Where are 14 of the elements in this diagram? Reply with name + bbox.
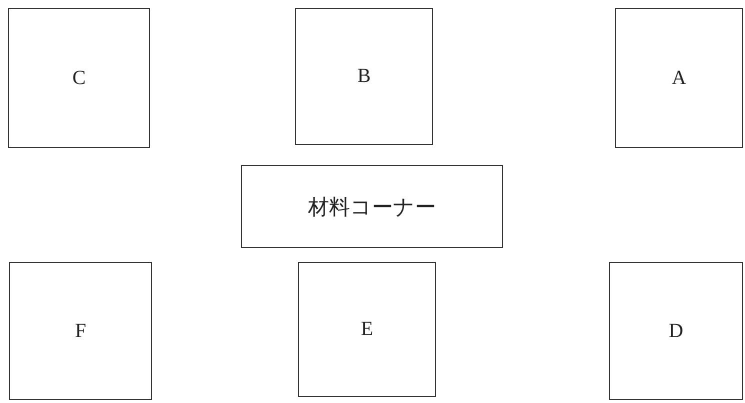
box-label: B xyxy=(357,65,371,88)
box-label: E xyxy=(360,318,374,341)
label-box xyxy=(9,262,152,400)
label-box xyxy=(295,8,433,145)
label-box xyxy=(609,262,743,400)
box-label: A xyxy=(672,66,686,90)
label-box xyxy=(8,8,150,148)
label-box xyxy=(241,165,503,248)
box-label: D xyxy=(668,320,684,342)
box-label: 材料コーナー xyxy=(308,194,436,220)
box-label: F xyxy=(74,320,86,342)
label-box xyxy=(615,8,743,148)
label-box xyxy=(298,262,436,397)
box-label: C xyxy=(72,66,86,90)
